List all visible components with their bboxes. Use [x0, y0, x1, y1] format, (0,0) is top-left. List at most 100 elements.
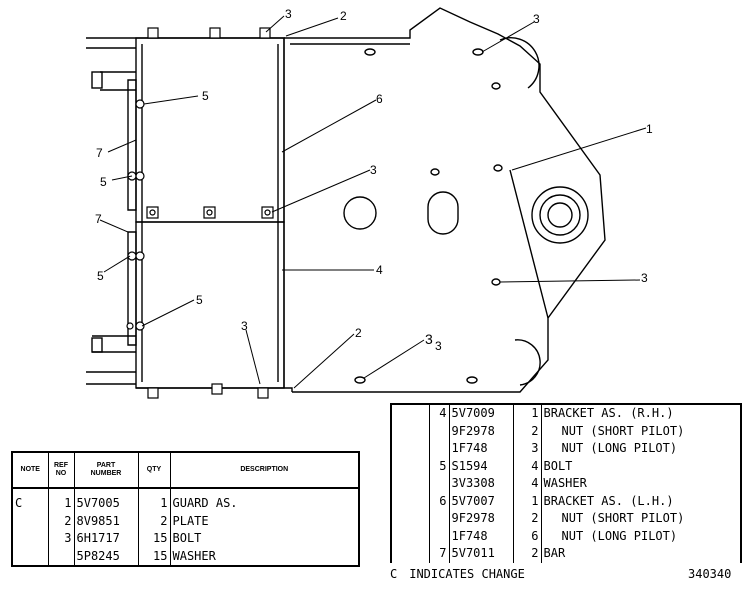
- leader-lines: [99, 15, 647, 389]
- cell-part: 5P8245: [73, 547, 138, 566]
- plate: [136, 37, 293, 392]
- cell-desc: BAR: [540, 545, 741, 563]
- cell-part: S1594: [448, 457, 513, 475]
- cell-qty: 2: [512, 510, 541, 528]
- cell-desc: NUT (LONG PILOT): [540, 527, 741, 545]
- callout-labels: 3 2 3 5 6 1 7 5 3 7 4 5 3 5 3 2 3 3: [95, 7, 653, 353]
- callout-7-upper: 7: [96, 146, 103, 160]
- cell-part: 6H1717: [73, 530, 138, 548]
- cell-qty: 2: [512, 422, 541, 440]
- guard-panel-lower: [135, 221, 285, 389]
- cell-part: 1F748: [448, 527, 513, 545]
- cell-ref: [47, 547, 74, 566]
- table-row: 5P8245 15 WASHER: [12, 547, 359, 567]
- cell-desc: WASHER: [540, 475, 741, 493]
- cell-qty: 15: [137, 547, 170, 566]
- callout-3-bottom-right: 3: [425, 331, 433, 347]
- callout-5-left-upper: 5: [100, 175, 107, 189]
- callout-5-lower: 5: [196, 293, 203, 307]
- cell-note: [391, 458, 429, 476]
- table-row: 9F2978 2 NUT (SHORT PILOT): [391, 510, 741, 528]
- parts-table-right: 4 5V7009 1 BRACKET AS. (R.H.) 9F2978 2 N…: [390, 403, 742, 563]
- callout-3-bottom-right-b: 3: [435, 339, 442, 353]
- slot-hole: [427, 191, 459, 235]
- header-description: DESCRIPTION: [169, 452, 359, 489]
- cell-note: [391, 423, 429, 441]
- cell-note: [12, 548, 48, 567]
- callout-3-top-right: 3: [533, 12, 540, 26]
- callout-2-top: 2: [340, 9, 347, 23]
- cell-note: [391, 440, 429, 458]
- table-row: 7 5V7011 2 BAR: [391, 545, 741, 563]
- cell-desc: NUT (LONG PILOT): [540, 440, 741, 458]
- cell-qty: 4: [512, 475, 541, 493]
- cell-note: [391, 475, 429, 493]
- cell-ref: 7: [428, 545, 449, 563]
- table-row: 4 5V7009 1 BRACKET AS. (R.H.): [391, 404, 741, 423]
- cell-note: [12, 530, 48, 548]
- cell-part: 9F2978: [448, 510, 513, 528]
- frame-rails: [86, 37, 136, 385]
- cell-qty: 2: [137, 512, 170, 530]
- legend-text: INDICATES CHANGE: [409, 567, 525, 581]
- cell-ref: [428, 475, 449, 493]
- cell-part: 5V7009: [448, 404, 513, 423]
- cell-part: 3V3308: [448, 475, 513, 493]
- cell-note: [12, 513, 48, 531]
- cell-qty: 4: [512, 457, 541, 475]
- table-row: 1F748 3 NUT (LONG PILOT): [391, 440, 741, 458]
- cell-desc: NUT (SHORT PILOT): [540, 510, 741, 528]
- table-row: 3 6H1717 15 BOLT: [12, 530, 359, 548]
- cell-note: [391, 545, 429, 563]
- cell-desc: BRACKET AS. (R.H.): [540, 404, 741, 423]
- cell-desc: GUARD AS.: [169, 495, 359, 513]
- bracket-upper: [127, 79, 137, 211]
- table-row: 1F748 6 NUT (LONG PILOT): [391, 527, 741, 546]
- callout-7-lower: 7: [95, 212, 102, 226]
- cell-part: 9F2978: [448, 422, 513, 440]
- legend-code: C: [390, 567, 398, 581]
- cell-desc: BOLT: [169, 530, 359, 548]
- callout-3-bottom: 3: [241, 319, 248, 333]
- cell-ref: [428, 527, 449, 545]
- callout-5-left-lower: 5: [97, 269, 104, 283]
- cell-part: 8V9851: [73, 512, 138, 530]
- cell-ref: 5: [428, 457, 449, 475]
- cell-desc: BOLT: [540, 457, 741, 475]
- header-qty: QTY: [137, 452, 170, 489]
- cell-qty: 1: [512, 492, 541, 510]
- guard-panel-upper: [135, 37, 285, 223]
- callout-5-upper: 5: [202, 89, 209, 103]
- base-plate-outline: [284, 7, 606, 393]
- cell-ref: [428, 440, 449, 458]
- cell-desc: BRACKET AS. (L.H.): [540, 492, 741, 510]
- cell-part: 5V7011: [448, 545, 513, 563]
- table-row: 6 5V7007 1 BRACKET AS. (L.H.): [391, 492, 741, 510]
- cell-part: 5V7005: [73, 495, 138, 513]
- cell-note: [391, 404, 429, 423]
- table-row: 5 S1594 4 BOLT: [391, 457, 741, 476]
- bolts: [126, 27, 274, 399]
- cell-desc: NUT (SHORT PILOT): [540, 422, 741, 440]
- cell-qty: 15: [137, 530, 170, 548]
- callout-6: 6: [376, 92, 383, 106]
- table-row: 2 8V9851 2 PLATE: [12, 512, 359, 531]
- cell-note: [391, 510, 429, 528]
- cell-ref: 2: [47, 512, 74, 530]
- cell-ref: [428, 422, 449, 440]
- cell-qty: 1: [137, 495, 170, 513]
- cell-ref: 4: [428, 404, 449, 423]
- cell-qty: 3: [512, 440, 541, 458]
- callout-1: 1: [646, 122, 653, 136]
- callout-4: 4: [376, 263, 383, 277]
- cell-note: C: [15, 496, 23, 510]
- cell-note: [391, 528, 429, 546]
- cell-part: 5V7007: [448, 492, 513, 510]
- cell-part: 1F748: [448, 440, 513, 458]
- cell-qty: 1: [512, 404, 541, 423]
- table-row: 3V3308 4 WASHER: [391, 475, 741, 493]
- table-row: C 1 5V7005 1 GUARD AS.: [12, 495, 359, 513]
